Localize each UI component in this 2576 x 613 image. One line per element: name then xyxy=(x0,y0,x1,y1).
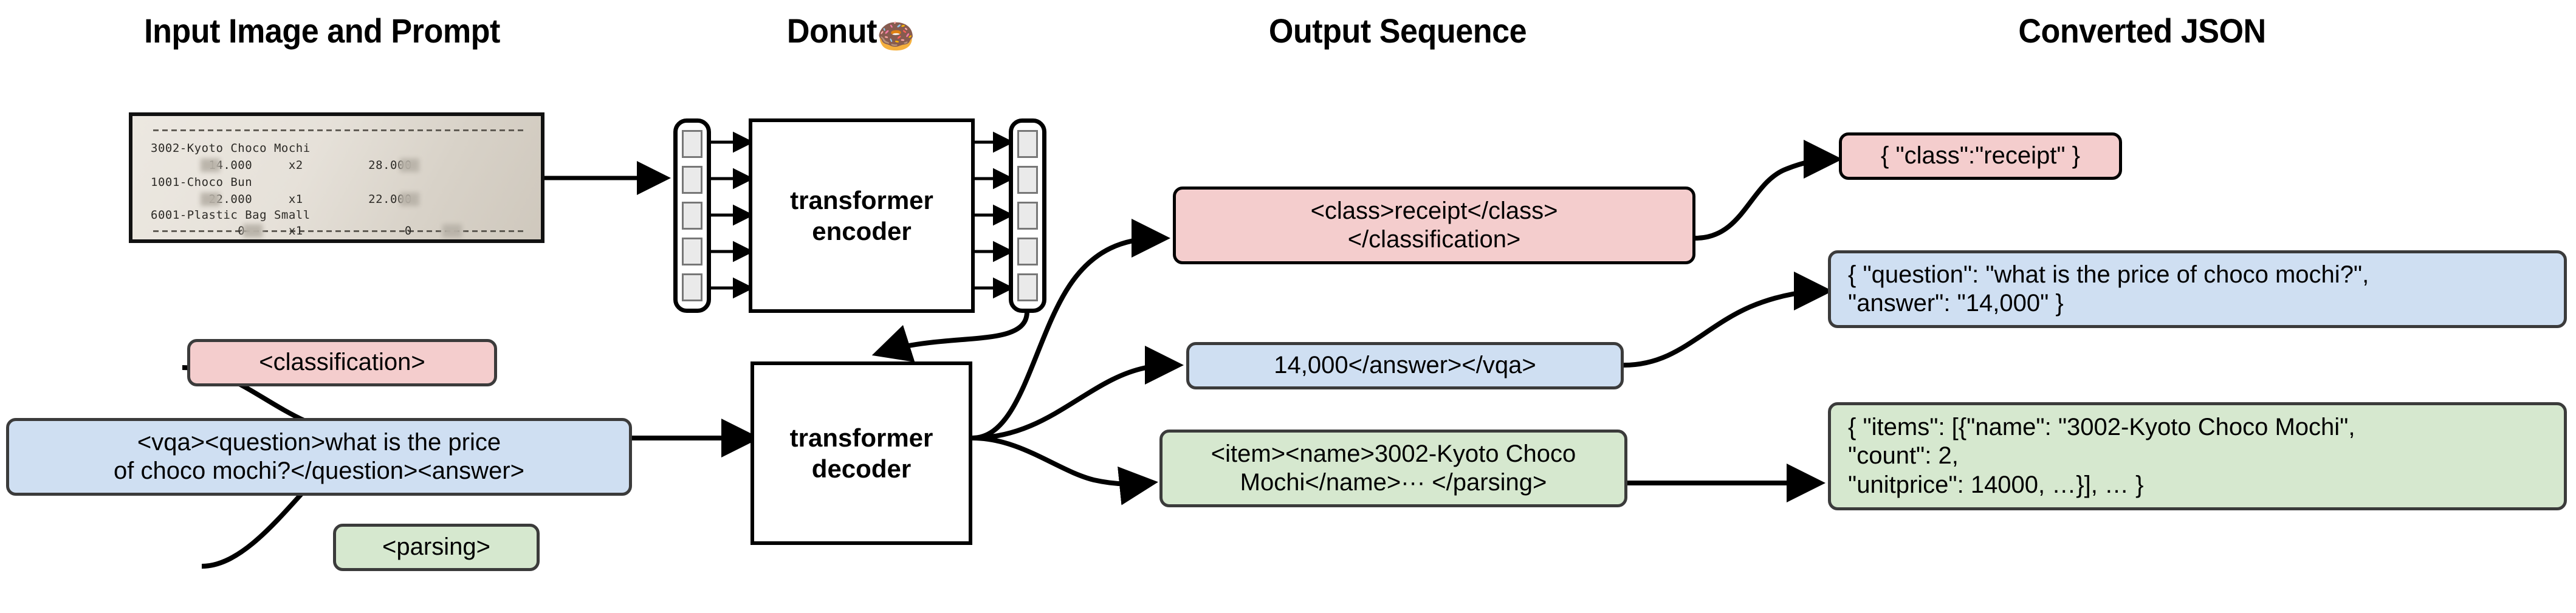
transformer-encoder-block[interactable]: transformer encoder xyxy=(749,118,975,313)
receipt-redaction-6 xyxy=(442,224,462,238)
patch-token xyxy=(682,237,702,265)
output-parsing-box[interactable]: <item><name>3002-Kyoto Choco Mochi</name… xyxy=(1159,430,1627,507)
json-vqa-box[interactable]: { "question": "what is the price of choc… xyxy=(1828,250,2567,328)
prompt-vqa-box[interactable]: <vqa><question>what is the price of choc… xyxy=(6,418,632,496)
receipt-redaction-1 xyxy=(201,159,220,172)
receipt-redaction-4 xyxy=(400,193,419,206)
receipt-redaction-5 xyxy=(243,224,263,238)
transformer-decoder-block[interactable]: transformer decoder xyxy=(750,361,972,545)
encoder-input-token-strip xyxy=(673,118,711,313)
memory-token xyxy=(1017,201,1038,230)
patch-token xyxy=(682,166,702,194)
wire-class-out-to-json xyxy=(1695,140,1843,241)
receipt-line-3: 1001-Choco Bun xyxy=(151,176,253,189)
header-converted-json: Converted JSON xyxy=(2018,12,2266,50)
receipt-redaction-2 xyxy=(400,159,419,172)
donut-icon: 🍩 xyxy=(876,18,915,55)
json-classification-box[interactable]: { "class":"receipt" } xyxy=(1839,132,2122,180)
receipt-line-6: 0 x1 0 xyxy=(151,224,412,238)
receipt-dashed-rule-bottom xyxy=(153,230,525,232)
header-donut-label: Donut xyxy=(786,12,878,50)
patch-token xyxy=(682,273,702,301)
receipt-line-2: 14.000 x2 28.000 xyxy=(151,159,412,172)
wire-decoder-to-vqa-out xyxy=(972,346,1184,440)
json-parsing-box[interactable]: { "items": [{"name": "3002-Kyoto Choco M… xyxy=(1828,402,2567,510)
receipt-dashed-rule-top xyxy=(153,129,525,131)
receipt-line-5: 6001-Plastic Bag Small xyxy=(151,208,311,222)
receipt-paper xyxy=(132,116,541,239)
output-vqa-box[interactable]: 14,000</answer></vqa> xyxy=(1186,342,1624,389)
receipt-line-4: 22.000 x1 22.000 xyxy=(151,193,412,206)
prompt-parsing-box[interactable]: <parsing> xyxy=(333,524,540,571)
memory-token xyxy=(1017,166,1038,194)
patch-token xyxy=(682,130,702,159)
header-input-image-and-prompt: Input Image and Prompt xyxy=(144,12,500,50)
header-donut: Donut🍩 xyxy=(681,11,1020,53)
wire-vqa-out-to-json xyxy=(1623,272,1833,368)
encoder-output-token-strip xyxy=(1009,118,1046,313)
receipt-line-1: 3002-Kyoto Choco Mochi xyxy=(151,142,311,155)
output-classification-box[interactable]: <class>receipt</class> </classification> xyxy=(1173,187,1695,264)
header-output-sequence: Output Sequence xyxy=(1268,12,1527,50)
memory-token xyxy=(1017,273,1038,301)
wire-decoder-to-parse-out xyxy=(972,436,1158,505)
patch-token xyxy=(682,201,702,230)
receipt-redaction-3 xyxy=(201,193,220,206)
wire-decoder-to-class-out xyxy=(972,219,1170,440)
wire-encoder-to-decoder xyxy=(871,311,1029,362)
memory-token xyxy=(1017,237,1038,265)
prompt-classification-box[interactable]: <classification> xyxy=(187,339,497,386)
input-receipt-image[interactable]: 3002-Kyoto Choco Mochi 14.000 x2 28.000 … xyxy=(129,112,544,243)
memory-token xyxy=(1017,130,1038,159)
